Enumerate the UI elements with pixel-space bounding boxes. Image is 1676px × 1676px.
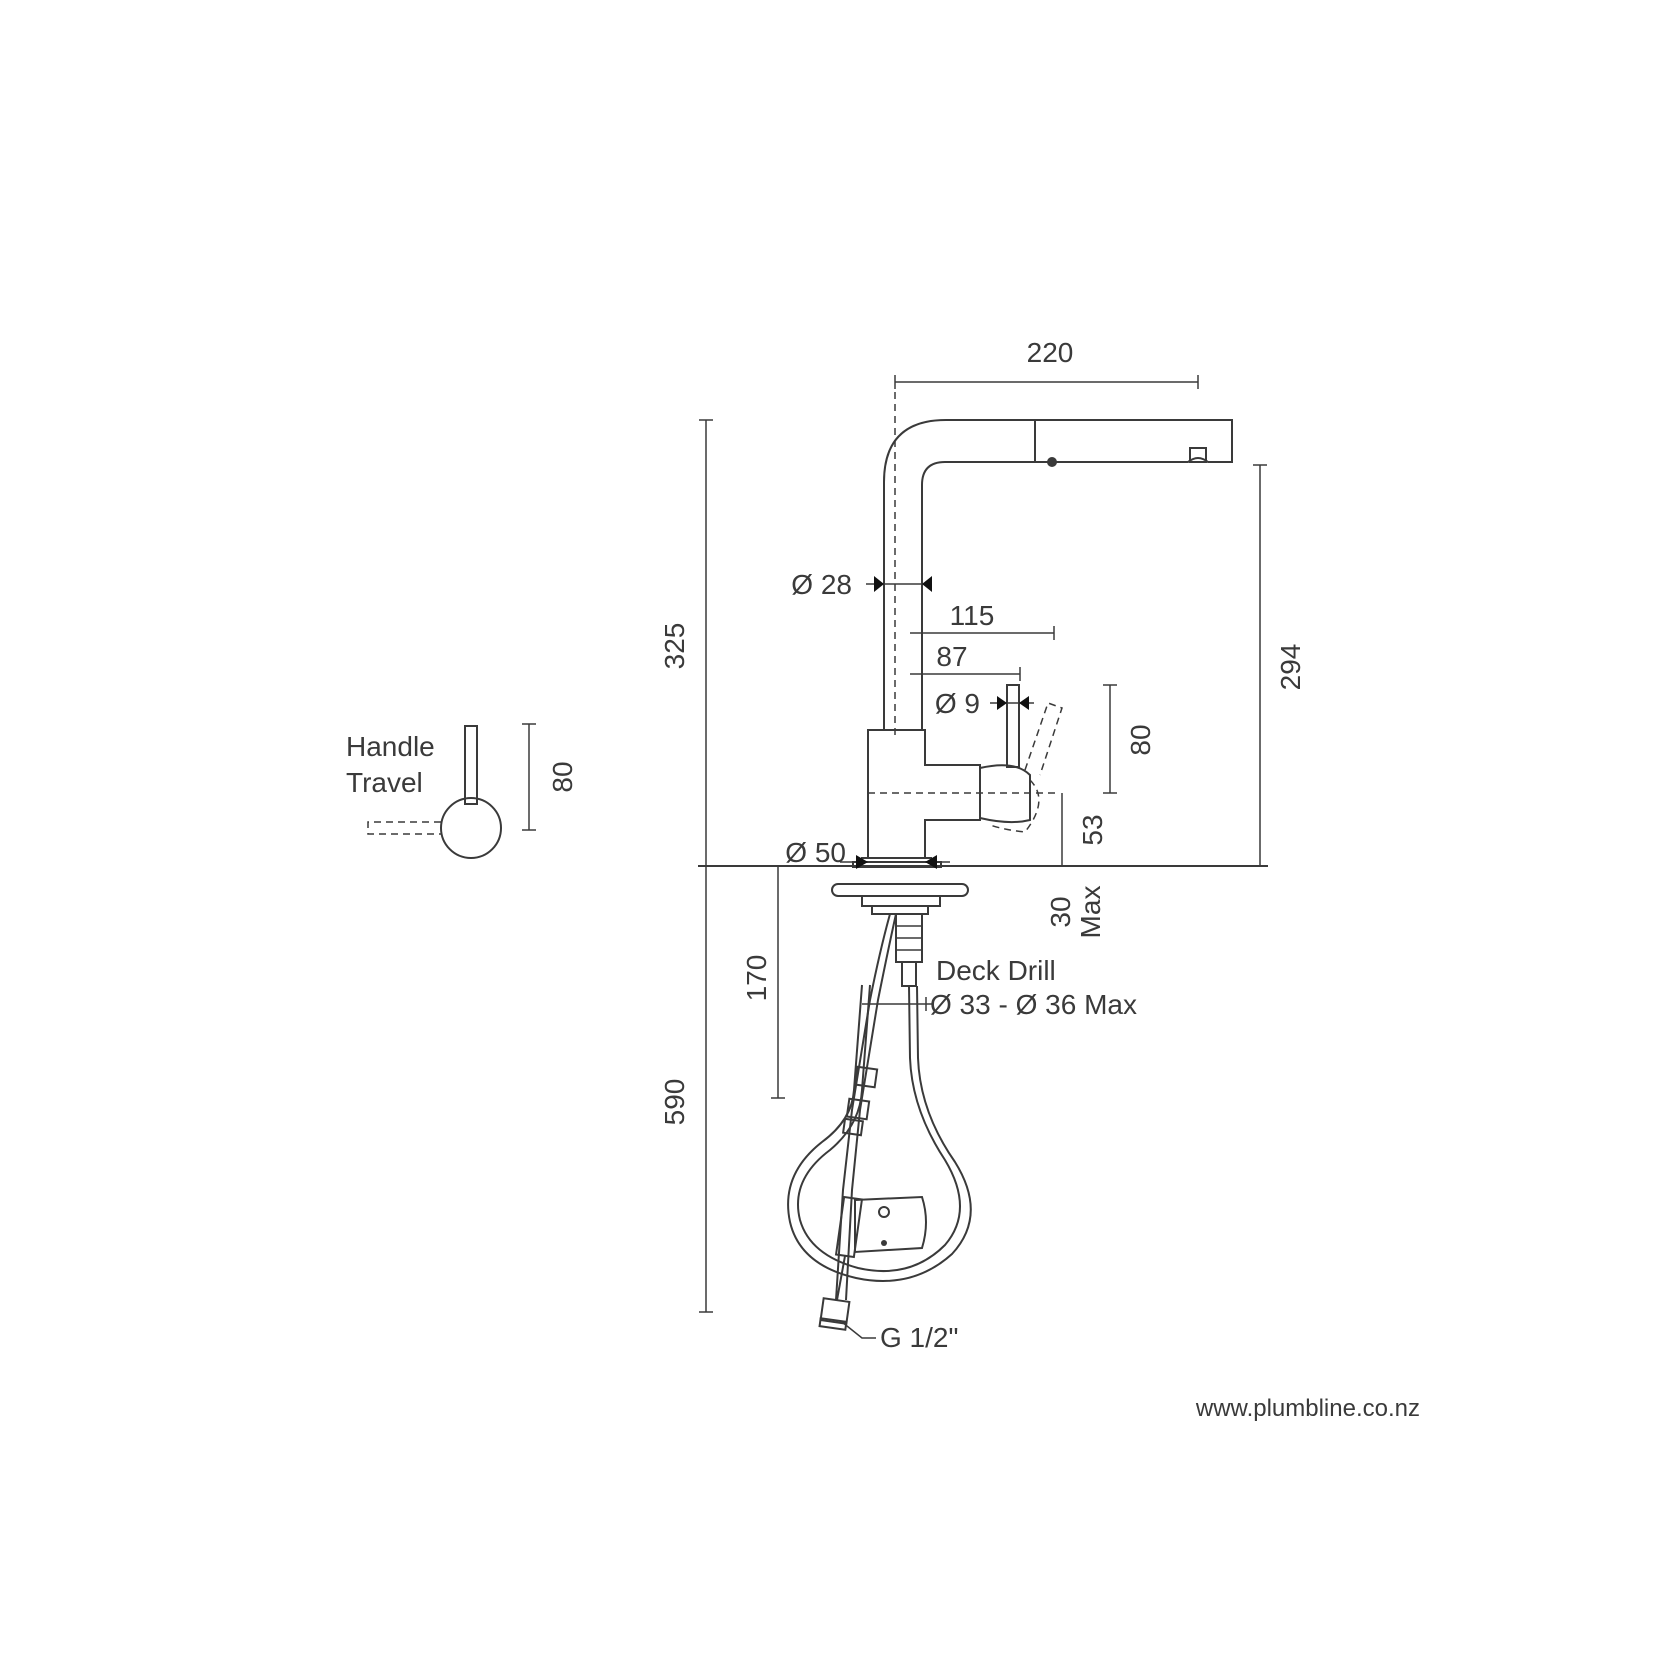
handle-diameter-label: Ø 9: [935, 688, 980, 719]
dimension-overall-height: 325: [659, 419, 713, 866]
dimension-handle-reach-outer: 115: [910, 600, 1055, 640]
overall-reach-label: 220: [1027, 337, 1074, 368]
dimension-shank-length: 170: [741, 866, 785, 1099]
base-to-handle-label: 53: [1077, 814, 1108, 845]
tap-body: [852, 419, 1233, 868]
deck-thickness-value: 30: [1045, 896, 1076, 927]
dimension-deck-thickness: 30 Max: [1045, 886, 1106, 939]
dimension-spout-height: 294: [1253, 464, 1306, 866]
hose-length-label: 590: [659, 1079, 690, 1126]
dimension-handle-diameter: Ø 9: [935, 688, 1034, 719]
thread-callout: G 1/2": [841, 1321, 958, 1353]
deck-thickness-suffix: Max: [1075, 886, 1106, 939]
dimension-spout-diameter: Ø 28: [791, 569, 932, 600]
thread-label: G 1/2": [880, 1322, 958, 1353]
under-deck-assembly: [787, 883, 972, 1331]
website-label[interactable]: www.plumbline.co.nz: [1195, 1395, 1420, 1422]
handle-travel-line2: Travel: [346, 767, 423, 798]
base-diameter-label: Ø 50: [785, 837, 846, 868]
handle-travel-detail: Handle Travel 80: [346, 723, 578, 859]
deck-drill-range: Ø 33 - Ø 36 Max: [930, 989, 1137, 1020]
handle-height-label: 80: [1125, 724, 1156, 755]
deck-drill-callout: Deck Drill Ø 33 - Ø 36 Max: [862, 955, 1137, 1020]
dimension-base-diameter: Ø 50: [785, 837, 950, 869]
dimension-handle-height: 80: [1103, 684, 1156, 794]
dimension-base-to-handle: 53: [1061, 793, 1108, 866]
handle-reach-inner-label: 87: [936, 641, 967, 672]
spout-diameter-label: Ø 28: [791, 569, 852, 600]
handle-reach-outer-label: 115: [950, 600, 995, 631]
handle-travel-line1: Handle: [346, 731, 435, 762]
overall-height-label: 325: [659, 623, 690, 670]
handle-travel-value: 80: [547, 761, 578, 792]
shank-length-label: 170: [741, 955, 772, 1002]
dimension-hose-length: 590: [659, 866, 713, 1313]
dimension-handle-reach-inner: 87: [910, 641, 1021, 681]
dimension-overall-reach: 220: [894, 337, 1199, 740]
deck-drill-title: Deck Drill: [936, 955, 1056, 986]
spout-height-label: 294: [1275, 644, 1306, 691]
